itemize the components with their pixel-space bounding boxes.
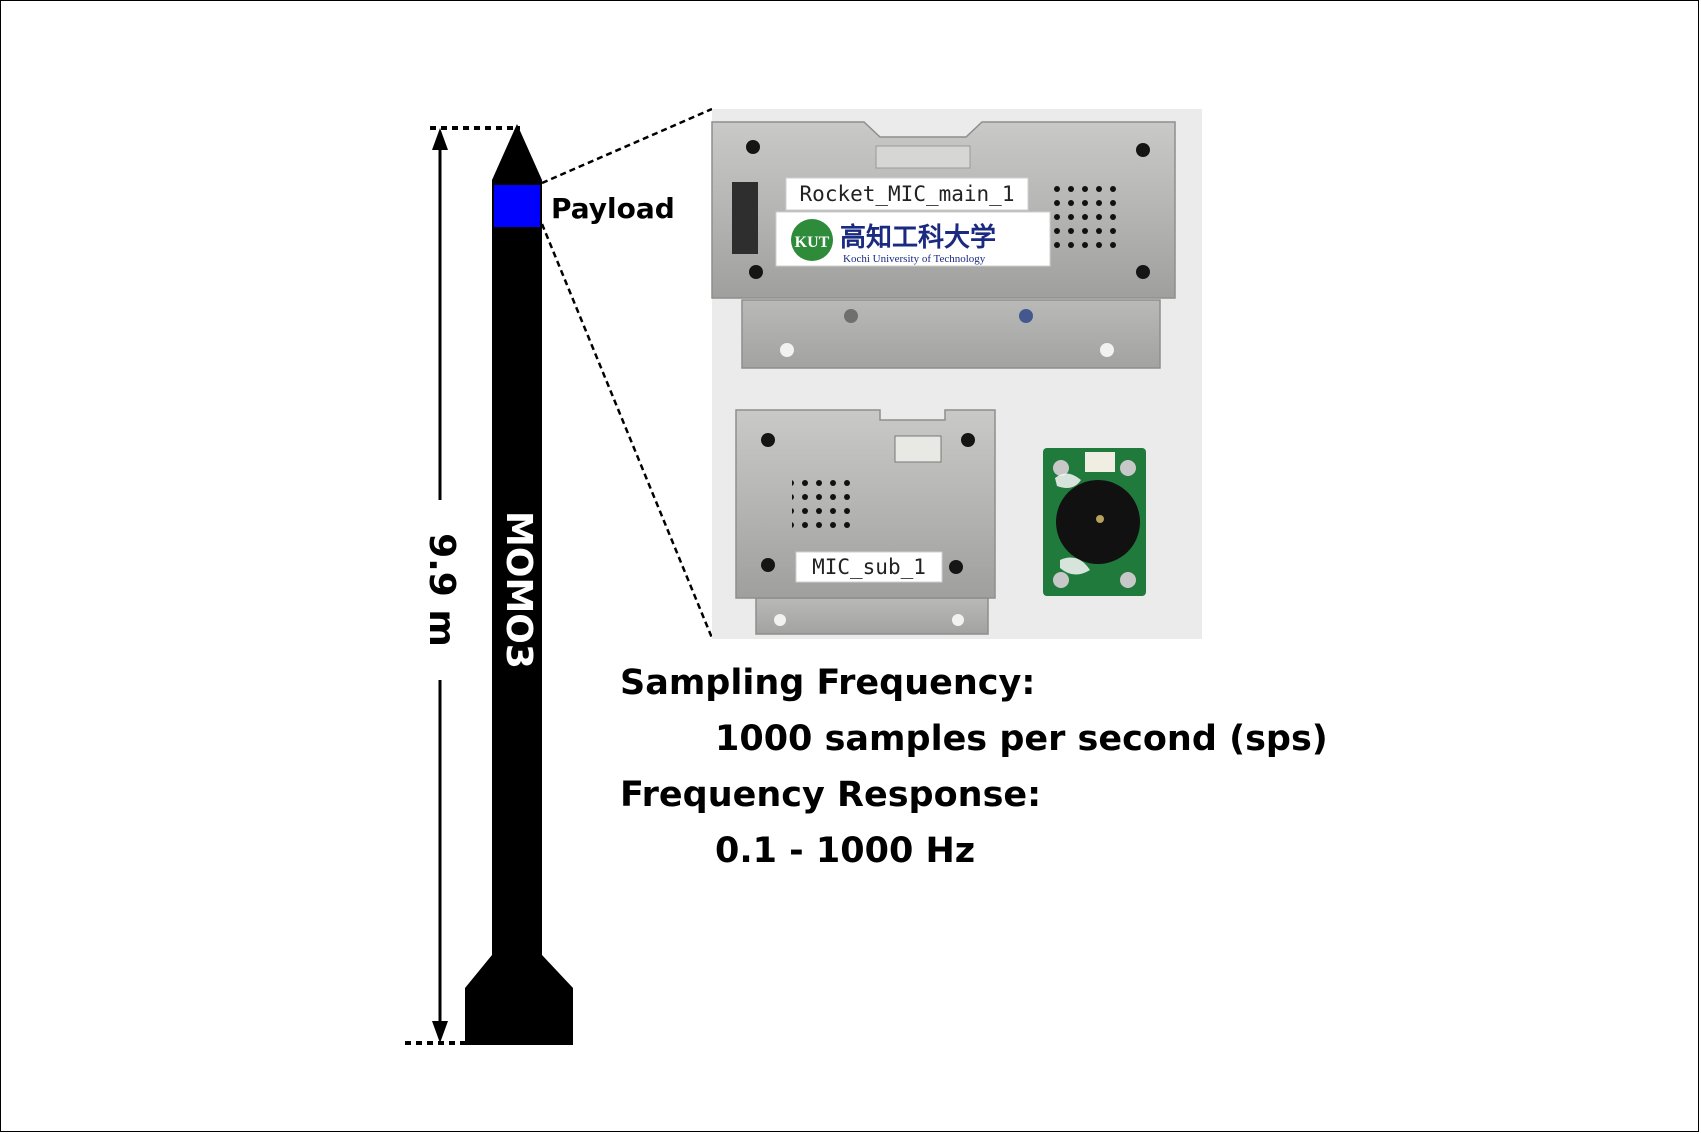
logo-mark: KUT <box>795 234 830 251</box>
sub-device-label: MIC_sub_1 <box>812 555 926 579</box>
frequency-response-value: 0.1 - 1000 Hz <box>715 831 976 871</box>
sampling-frequency-value: 1000 samples per second (sps) <box>715 719 1328 759</box>
height-dimension: 9.9 m <box>405 126 520 1045</box>
rocket-body <box>492 180 542 955</box>
logo-english: Kochi University of Technology <box>843 253 986 265</box>
sampling-frequency-title: Sampling Frequency: <box>620 663 1036 703</box>
arrow-up-icon <box>432 128 448 150</box>
specifications: Sampling Frequency: 1000 samples per sec… <box>620 655 1328 879</box>
payload-label: Payload <box>551 192 675 225</box>
height-label: 9.9 m <box>421 533 462 647</box>
speaker-grille-icon <box>792 472 858 530</box>
main-device: Rocket_MIC_main_1 KUT 高知工科大学 Kochi Unive… <box>711 121 1176 369</box>
zoom-lines <box>540 107 714 639</box>
rocket-name: MOMO3 <box>498 511 539 669</box>
rocket-nose <box>492 124 542 180</box>
speaker-grille-icon <box>1046 180 1118 250</box>
microphone-board <box>1043 448 1146 596</box>
rocket: MOMO3 Payload <box>465 124 675 1045</box>
sub-device: MIC_sub_1 <box>735 409 996 635</box>
rocket-fins <box>465 955 573 1045</box>
frequency-response-title: Frequency Response: <box>620 775 1042 815</box>
payload-section <box>494 185 540 227</box>
university-logo-icon <box>791 219 833 261</box>
main-device-label: Rocket_MIC_main_1 <box>800 182 1015 206</box>
arrow-down-icon <box>432 1021 448 1043</box>
device-photo: Rocket_MIC_main_1 KUT 高知工科大学 Kochi Unive… <box>711 109 1202 639</box>
logo-japanese: 高知工科大学 <box>840 222 996 253</box>
